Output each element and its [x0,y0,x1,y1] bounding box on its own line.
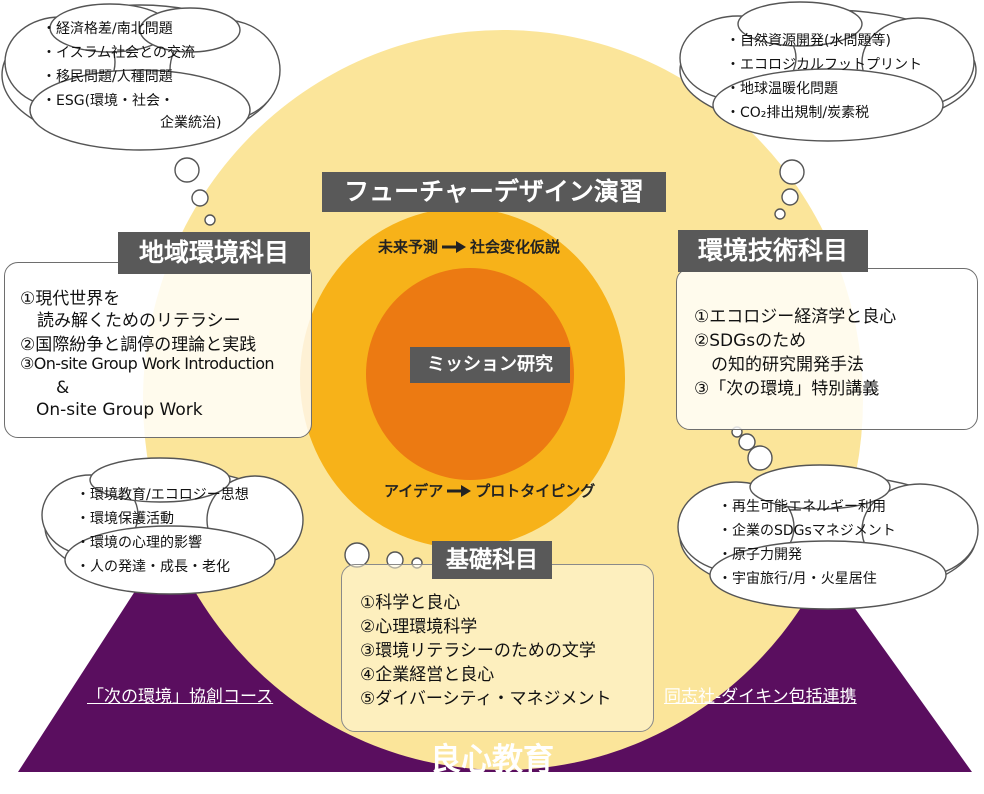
kankyo-course-box [676,268,978,430]
kiso-course-box [341,564,654,732]
kankyo-item-3: ③「次の環境」特別講義 [694,379,880,399]
chiiki-item-1-cont: 読み解くためのリテラシー [20,311,241,331]
flow-bottom-left: アイデア [384,482,444,500]
future-design-title: フューチャーデザイン演習 [322,172,666,212]
kiso-item-2: ②心理環境科学 [360,617,478,637]
cloud-bottom-right-line-4: ・宇宙旅行/月・火星居住 [718,571,877,587]
flow-top: 未来予測 社会変化仮説 [378,236,560,257]
cloud-top-right-line-3: ・地球温暖化問題 [726,81,838,97]
arrow-right-icon [442,240,467,253]
cloud-top-left-line-3: ・移民問題/人種問題 [42,69,173,85]
ryoshin-education-title: 良心教育 [430,742,554,778]
kankyo-item-1: ①エコロジー経済学と良心 [694,307,897,327]
cloud-bottom-left-line-1: ・環境教育/エコロジー思想 [76,487,249,503]
flow-top-right: 社会変化仮説 [470,238,561,256]
cloud-bottom-right-line-2: ・企業のSDGsマネジメント [718,523,896,539]
cloud-bottom-left-line-4: ・人の発達・成長・老化 [76,559,230,575]
mission-research-label: ミッション研究 [410,347,570,383]
cloud-bottom-right-line-3: ・原子力開発 [718,547,802,563]
flow-bottom: アイデア プロトタイピング [384,480,595,501]
arrow-right-icon [447,484,472,497]
kiso-item-5: ⑤ダイバーシティ・マネジメント [360,689,612,709]
cloud-bottom-left-line-3: ・環境の心理的影響 [76,535,202,551]
cloud-bottom-left [41,457,304,595]
cloud-top-left-line-1: ・経済格差/南北問題 [42,21,173,37]
kankyo-course-title: 環境技術科目 [678,230,868,272]
cloud-top-left-line-2: ・イスラム社会との交流 [42,45,196,61]
kiso-item-4: ④企業経営と良心 [360,665,495,685]
chiiki-item-2: ②国際紛争と調停の理論と実践 [20,335,257,355]
flow-bottom-right: プロトタイピング [475,482,596,500]
kiso-course-title: 基礎科目 [432,541,552,579]
cloud-bottom-right-line-1: ・再生可能エネルギー利用 [718,499,886,515]
next-environment-course-link[interactable]: 「次の環境」協創コース [87,687,274,707]
cloud-top-right-line-4: ・CO₂排出規制/炭素税 [726,105,870,121]
doshisha-daikin-partnership-link[interactable]: 同志社-ダイキン包括連携 [664,687,857,707]
kiso-item-1: ①科学と良心 [360,593,461,613]
cloud-bottom-right [677,464,979,610]
chiiki-course-box [4,262,312,438]
chiiki-course-title: 地域環境科目 [118,232,310,274]
kankyo-item-2-cont: の知的研究開発手法 [694,355,864,375]
cloud-top-right-line-2: ・エコロジカルフットプリント [726,57,922,73]
cloud-bottom-left-line-2: ・環境保護活動 [76,511,174,527]
kankyo-item-2: ②SDGsのため [694,331,807,351]
chiiki-item-1: ①現代世界を [20,289,121,309]
cloud-top-right-line-1: ・自然資源開発(水問題等) [726,33,891,49]
chiiki-item-3-amp: & [56,378,70,398]
cloud-top-right [679,1,977,142]
chiiki-item-3-cont: On-site Group Work [36,400,203,420]
cloud-top-left-line-4: ・ESG(環境・社会・ [42,93,175,109]
flow-top-left: 未来予測 [378,238,439,256]
kiso-item-3: ③環境リテラシーのための文学 [360,641,596,661]
cloud-top-left [1,3,281,151]
chiiki-item-3: ③On-site Group Work Introduction [20,354,275,373]
cloud-top-left-line-5: 企業統治) [160,115,222,131]
